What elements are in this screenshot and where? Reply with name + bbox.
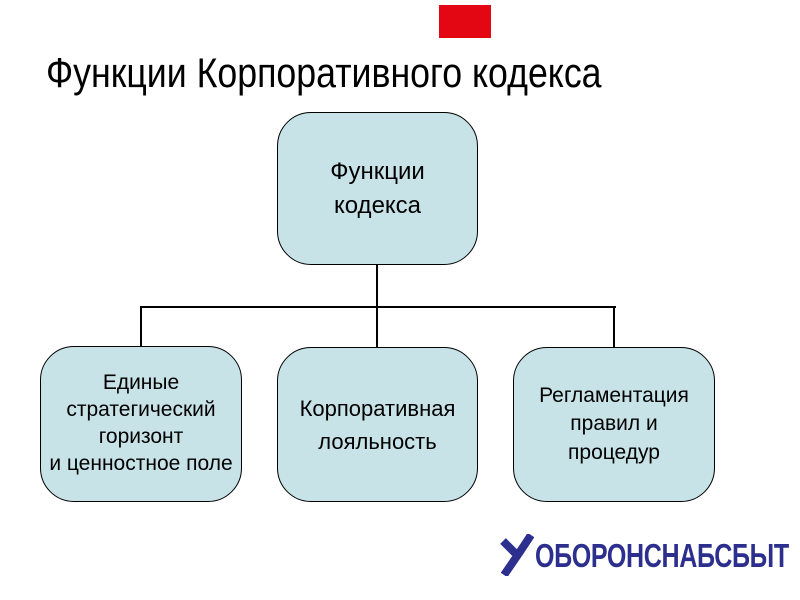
diagram-node-root: Функции кодекса [277, 112, 478, 265]
connector-right-drop [613, 306, 615, 348]
diagram-node-label: Регламентация правил и процедур [539, 383, 689, 464]
slide-title: Функции Корпоративного кодекса [46, 49, 602, 96]
logo-check-icon [500, 534, 534, 576]
diagram-node-label: Корпоративная лояльность [299, 395, 456, 454]
connector-left-drop [140, 306, 142, 347]
logo: ОБОРОНСНАБСБЫТ [496, 534, 800, 576]
diagram-node-corporate-loyalty: Корпоративная лояльность [277, 347, 478, 502]
diagram-node-root-label: Функции кодекса [330, 157, 425, 219]
connector-horizontal-rail [140, 306, 616, 308]
logo-text: ОБОРОНСНАБСБЫТ [535, 536, 789, 574]
diagram-node-rules-regulation: Регламентация правил и процедур [513, 347, 715, 502]
diagram-node-strategic-horizon: Единые стратегический горизонт и ценност… [40, 346, 242, 502]
diagram-node-label: Единые стратегический горизонт и ценност… [49, 371, 233, 475]
red-accent-bar [439, 5, 491, 38]
